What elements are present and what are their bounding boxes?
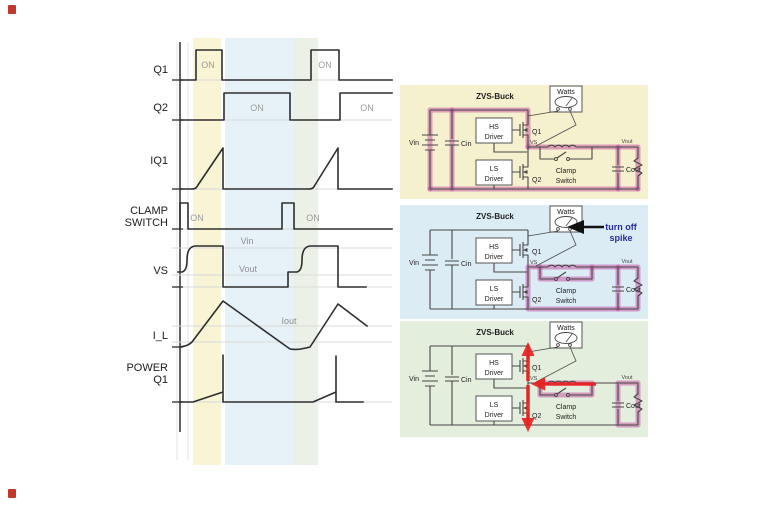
turn-off-spike-text-2: spike — [609, 233, 632, 243]
circuit-panel-clamp-recirculation — [400, 321, 648, 437]
vs-waveform — [177, 245, 367, 288]
circuit-panel-freewheel: turn off spike — [400, 205, 648, 319]
signal-label-power-1: POWER — [126, 362, 168, 374]
signal-label-clamp-1: CLAMP — [130, 205, 168, 217]
iq1-waveform — [179, 147, 393, 190]
clamp-on-label-2: ON — [306, 213, 320, 223]
panel-background-blue — [400, 205, 648, 319]
timing-diagram: Q1 Q2 IQ1 CLAMP SWITCH VS I_L POWER Q1 O… — [125, 38, 393, 465]
iout-level-label: Iout — [281, 316, 297, 326]
clamp-on-label-1: ON — [190, 213, 204, 223]
q2-on-label-1: ON — [250, 103, 264, 113]
signal-label-q1: Q1 — [153, 64, 168, 76]
q1-waveform — [179, 49, 393, 81]
signal-label-q2: Q2 — [153, 102, 168, 114]
up-arrow-icon — [521, 342, 535, 356]
signal-label-iq1: IQ1 — [150, 155, 168, 167]
down-arrow-icon — [521, 418, 535, 432]
power-q1-waveform — [179, 354, 364, 403]
left-arrow-icon — [531, 377, 545, 391]
clamp-switch-waveform — [179, 202, 393, 230]
signal-label-clamp-2: SWITCH — [125, 217, 168, 229]
signal-label-vs: VS — [153, 265, 168, 277]
il-waveform — [179, 300, 369, 351]
q1-on-label-1: ON — [201, 60, 215, 70]
signal-label-il: I_L — [153, 330, 168, 342]
phase-band-green — [294, 38, 318, 465]
panel-background-yellow — [400, 85, 648, 199]
turn-off-spike-text-1: turn off — [605, 222, 637, 232]
slide-marker-top — [8, 5, 16, 14]
red-current-arrows — [521, 342, 596, 432]
q2-waveform — [179, 92, 393, 121]
turn-off-spike-annotation: turn off spike — [567, 220, 638, 243]
panel-background-green — [400, 321, 648, 437]
signal-label-power-2: Q1 — [153, 374, 168, 386]
left-arrow-icon — [567, 220, 584, 234]
vout-level-label: Vout — [239, 264, 258, 274]
q1-on-label-2: ON — [318, 60, 332, 70]
circuit-panel-q1-conduction — [400, 85, 648, 199]
vin-level-label: Vin — [241, 236, 254, 246]
phase-band-blue — [225, 38, 296, 465]
slide-marker-bottom — [8, 489, 16, 498]
q2-on-label-2: ON — [360, 103, 374, 113]
